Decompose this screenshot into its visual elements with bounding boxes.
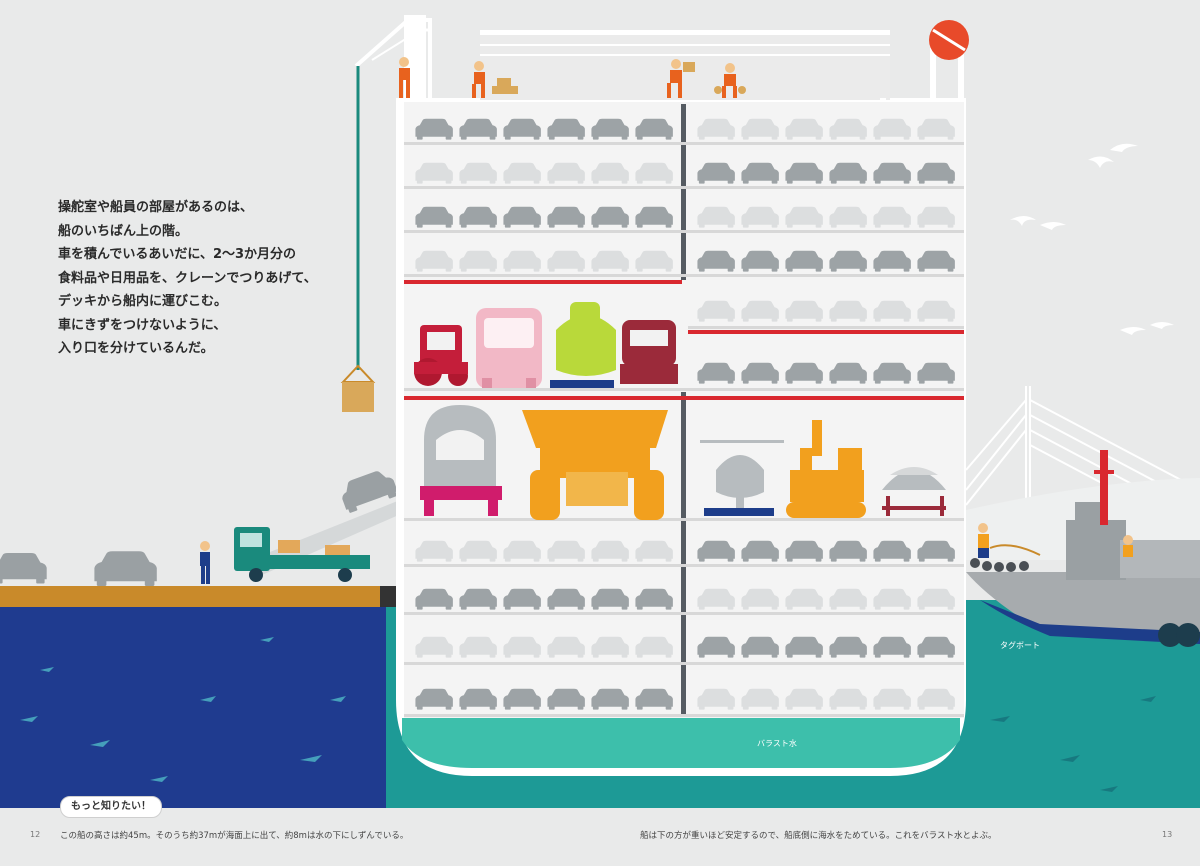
dump-truck-icon — [522, 410, 668, 520]
lifeboat-icon — [929, 20, 969, 102]
cargo-bag — [340, 364, 376, 412]
narration-line: 食料品や日用品を、クレーンでつりあげて、 — [58, 270, 317, 286]
page-number-right: 13 — [1162, 830, 1173, 839]
truck-icon — [234, 527, 370, 582]
footnote-right: 船は下の方が重いほど安定するので、船底側に海水をためている。これをバラスト水とよ… — [640, 831, 997, 841]
worker-icon — [200, 541, 210, 584]
worker-icon — [714, 63, 746, 98]
machine-icon — [550, 302, 616, 388]
narration-line: 入り口を分けているんだ。 — [58, 341, 214, 356]
helicopter-icon — [700, 440, 784, 516]
worker-icon — [978, 523, 989, 558]
truck-icon — [620, 320, 678, 384]
footer — [0, 808, 1200, 866]
worker-icon — [399, 57, 410, 98]
narration-text: 操舵室や船員の部屋があるのは、 船のいちばん上の階。 車を積んでいるあいだに、2… — [58, 196, 358, 361]
seagull-icon — [1010, 143, 1174, 335]
tractor-icon — [414, 325, 468, 386]
narration-line: 車にきずをつけないように、 — [58, 317, 227, 333]
tugboat-label: タグボート — [1000, 640, 1040, 650]
bus-icon — [476, 308, 542, 388]
narration-line: 操舵室や船員の部屋があるのは、 — [58, 200, 254, 215]
more-info-tag: もっと知りたい！ — [60, 796, 162, 818]
boat-icon — [882, 467, 946, 516]
ballast-label: バラスト水 — [757, 738, 797, 748]
wave-marks — [20, 637, 346, 782]
narration-line: デッキから船内に運びこむ。 — [58, 294, 228, 309]
page-number-left: 12 — [30, 830, 41, 839]
quay — [0, 586, 386, 607]
narration-line: 車を積んでいるあいだに、2〜3か月分の — [58, 247, 297, 262]
worker-icon — [667, 59, 695, 98]
worker-icon — [472, 61, 518, 98]
tugboat-icon — [966, 450, 1200, 647]
narration-line: 船のいちばん上の階。 — [58, 223, 189, 239]
quay-cars — [0, 551, 157, 586]
footnote-left: この船の高さは約45m。そのうち約37mが海面上に出て、約8mは水の下にしずんで… — [60, 831, 409, 841]
excavator-icon — [786, 420, 866, 518]
train-icon — [420, 405, 502, 516]
